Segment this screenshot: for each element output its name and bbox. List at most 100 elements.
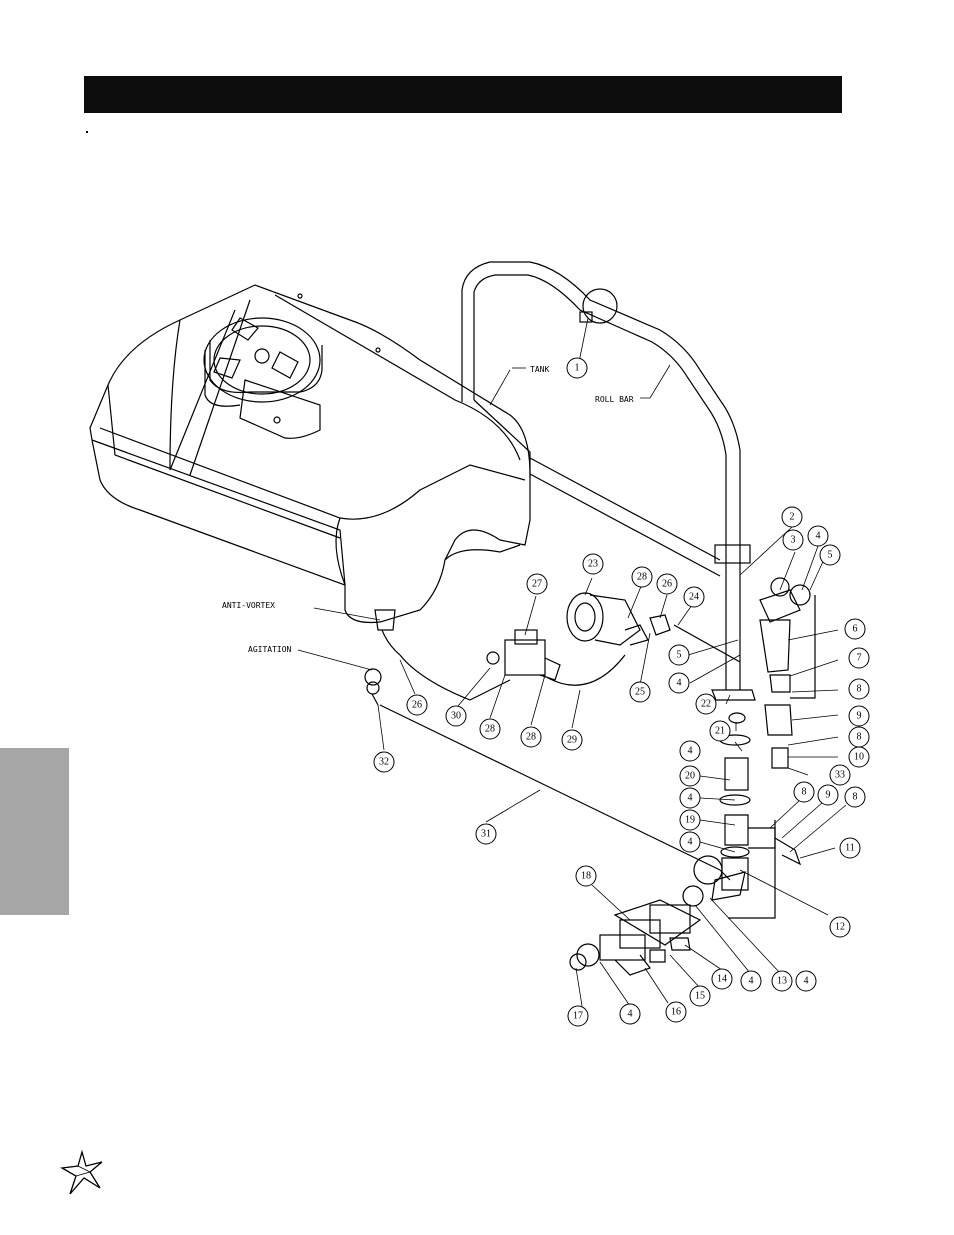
callout-number: 4 bbox=[688, 837, 693, 848]
callout-number: 25 bbox=[635, 687, 645, 698]
callout-circle bbox=[771, 970, 793, 992]
callout-number: 8 bbox=[802, 787, 807, 798]
callout-circle bbox=[679, 765, 701, 787]
callout-number: 16 bbox=[671, 1007, 681, 1018]
callout-number: 22 bbox=[701, 699, 711, 710]
callout-number: 13 bbox=[777, 976, 787, 987]
callout-number: 27 bbox=[532, 579, 542, 590]
label-anti-vortex: ANTI-VORTEX bbox=[222, 601, 275, 610]
callout-number: 28 bbox=[637, 572, 647, 583]
callout-circle bbox=[711, 968, 733, 990]
callout-number: 29 bbox=[567, 735, 577, 746]
callout-circle bbox=[567, 1005, 589, 1027]
callout-number: 7 bbox=[857, 653, 862, 664]
label-tank: TANK bbox=[530, 365, 549, 374]
callout-circle bbox=[668, 644, 690, 666]
callout-circle bbox=[829, 764, 851, 786]
callout-circle bbox=[561, 729, 583, 751]
tank-drawing bbox=[89, 261, 756, 701]
callout-circle bbox=[445, 705, 467, 727]
callout-number: 17 bbox=[573, 1011, 583, 1022]
callout-number: 3 bbox=[791, 535, 796, 546]
callout-circle bbox=[406, 694, 428, 716]
callout-circle bbox=[829, 916, 851, 938]
callout-circle bbox=[683, 586, 705, 608]
callout-number: 11 bbox=[845, 843, 855, 854]
header-bar bbox=[84, 76, 842, 113]
callout-number: 8 bbox=[857, 684, 862, 695]
callout-number: 6 bbox=[853, 624, 858, 635]
callout-number: 9 bbox=[826, 790, 831, 801]
callout-circle bbox=[526, 573, 548, 595]
plumbing-drawing bbox=[364, 577, 816, 976]
callout-circle bbox=[817, 784, 839, 806]
callout-number: 4 bbox=[749, 976, 754, 987]
callout-number: 26 bbox=[662, 579, 672, 590]
callout-circle bbox=[679, 740, 701, 762]
callout-circle bbox=[844, 618, 866, 640]
callout-circle bbox=[373, 751, 395, 773]
callout-number: 33 bbox=[835, 770, 845, 781]
callout-number: 4 bbox=[816, 531, 821, 542]
callout-circle bbox=[520, 726, 542, 748]
star-logo-icon bbox=[60, 1149, 103, 1195]
callout-circle bbox=[848, 678, 870, 700]
callout-number: 8 bbox=[853, 792, 858, 803]
callout-number: 2 bbox=[790, 512, 795, 523]
callout-circle bbox=[629, 681, 651, 703]
callout-number: 4 bbox=[688, 793, 693, 804]
page-mark bbox=[86, 131, 88, 133]
callout-circle bbox=[695, 693, 717, 715]
callout-number: 4 bbox=[677, 678, 682, 689]
callout-number: 1 bbox=[575, 363, 580, 374]
side-tab bbox=[0, 748, 69, 915]
label-roll-bar: ROLL BAR bbox=[595, 395, 634, 404]
callout-circle bbox=[575, 865, 597, 887]
callout-circle bbox=[793, 781, 815, 803]
callout-circle bbox=[619, 1003, 641, 1025]
callout-number: 12 bbox=[835, 922, 845, 933]
callout-circle bbox=[848, 705, 870, 727]
callout-circle bbox=[566, 357, 588, 379]
callout-number: 28 bbox=[526, 732, 536, 743]
callout-number: 20 bbox=[685, 771, 695, 782]
leader-lines bbox=[297, 317, 847, 1007]
callout-circle bbox=[679, 831, 701, 853]
callout-circle bbox=[848, 746, 870, 768]
callout-number: 26 bbox=[412, 700, 422, 711]
callout-number: 14 bbox=[717, 974, 727, 985]
callout-circle bbox=[479, 718, 501, 740]
callout-circle bbox=[807, 525, 829, 547]
callout-number: 5 bbox=[828, 550, 833, 561]
callout-circle bbox=[679, 809, 701, 831]
callout-number: 10 bbox=[854, 752, 864, 763]
callout-circle bbox=[631, 566, 653, 588]
callout-number: 21 bbox=[715, 726, 725, 737]
label-agitation: AGITATION bbox=[248, 645, 292, 654]
callout-circle bbox=[679, 787, 701, 809]
callout-number: 9 bbox=[857, 711, 862, 722]
callout-circle bbox=[844, 786, 866, 808]
callout-circle bbox=[689, 985, 711, 1007]
callout-circle bbox=[848, 647, 870, 669]
callout-number: 19 bbox=[685, 815, 695, 826]
callout-circle bbox=[795, 970, 817, 992]
callout-number: 4 bbox=[688, 746, 693, 757]
callout-number: 4 bbox=[804, 976, 809, 987]
callout-circle bbox=[668, 672, 690, 694]
callout-circle bbox=[839, 837, 861, 859]
callout-number: 32 bbox=[379, 757, 389, 768]
callout-circle bbox=[819, 544, 841, 566]
callout-number: 18 bbox=[581, 871, 591, 882]
callout-number: 24 bbox=[689, 592, 699, 603]
callout-number: 4 bbox=[628, 1009, 633, 1020]
callout-circle bbox=[709, 720, 731, 742]
callout-number: 31 bbox=[481, 829, 491, 840]
callout-circle bbox=[582, 553, 604, 575]
callout-circle bbox=[740, 970, 762, 992]
callout-circle bbox=[656, 573, 678, 595]
callout-number: 8 bbox=[857, 732, 862, 743]
text-labels: TANK ROLL BAR ANTI-VORTEX AGITATION bbox=[222, 365, 634, 654]
